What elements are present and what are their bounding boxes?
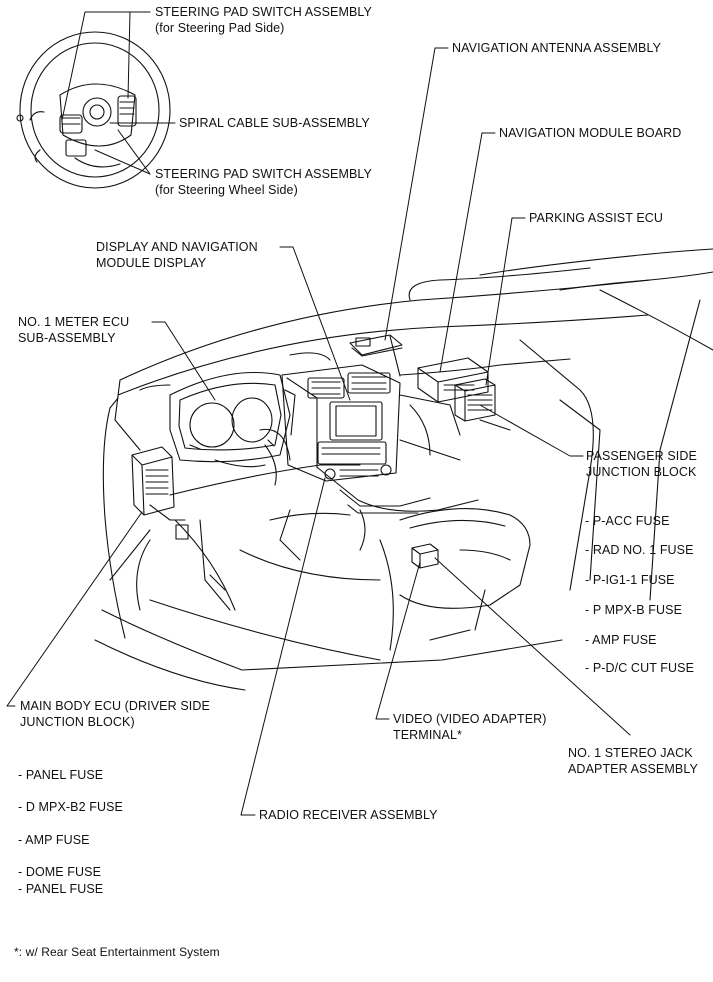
label-steering-pad-switch-wheel-side: STEERING PAD SWITCH ASSEMBLY (for Steeri… <box>155 166 372 198</box>
label-line: STEERING PAD SWITCH ASSEMBLY <box>155 5 372 19</box>
label-main-body-ecu: MAIN BODY ECU (DRIVER SIDE JUNCTION BLOC… <box>20 698 210 730</box>
label-line: JUNCTION BLOCK <box>586 465 697 479</box>
fuse-item: - AMP FUSE <box>585 633 657 647</box>
fuse-item: - PANEL FUSE <box>18 768 104 782</box>
label-meter-ecu: NO. 1 METER ECU SUB-ASSEMBLY <box>18 314 129 346</box>
fuse-item: - P-ACC FUSE <box>585 514 670 528</box>
label-steering-pad-switch-pad-side: STEERING PAD SWITCH ASSEMBLY (for Steeri… <box>155 4 372 36</box>
fuse-item: - AMP FUSE <box>18 833 90 847</box>
label-line: NO. 1 STEREO JACK <box>568 746 693 760</box>
label-video-terminal: VIDEO (VIDEO ADAPTER) TERMINAL* <box>393 711 547 743</box>
fuse-item: - P-IG1-1 FUSE <box>585 573 675 587</box>
label-parking-assist-ecu: PARKING ASSIST ECU <box>529 210 663 226</box>
label-line: NAVIGATION ANTENNA ASSEMBLY <box>452 41 662 55</box>
label-line: PARKING ASSIST ECU <box>529 211 664 225</box>
label-line: (for Steering Pad Side) <box>155 21 285 35</box>
label-line: PASSENGER SIDE <box>586 449 697 463</box>
label-display-navigation: DISPLAY AND NAVIGATION MODULE DISPLAY <box>96 239 258 271</box>
fuse-item: - PANEL FUSE <box>18 882 104 896</box>
label-line: MAIN BODY ECU (DRIVER SIDE <box>20 699 210 713</box>
fuse-item: - P MPX-B FUSE <box>585 603 683 617</box>
label-radio-receiver: RADIO RECEIVER ASSEMBLY <box>259 807 438 823</box>
fuse-item: - D MPX-B2 FUSE <box>18 800 123 814</box>
label-line: SPIRAL CABLE SUB-ASSEMBLY <box>179 116 370 130</box>
label-line: STEERING PAD SWITCH ASSEMBLY <box>155 167 372 181</box>
label-line: ADAPTER ASSEMBLY <box>568 762 698 776</box>
label-line: NO. 1 METER ECU <box>18 315 130 329</box>
leader-lines <box>6 11 631 816</box>
label-line: DISPLAY AND NAVIGATION <box>96 240 258 254</box>
fuse-item: - RAD NO. 1 FUSE <box>585 543 694 557</box>
fuse-item: - P-D/C CUT FUSE <box>585 661 695 675</box>
label-passenger-junction-block: PASSENGER SIDE JUNCTION BLOCK <box>586 448 697 480</box>
label-line: JUNCTION BLOCK) <box>20 715 135 729</box>
label-navigation-antenna: NAVIGATION ANTENNA ASSEMBLY <box>452 40 661 56</box>
label-line: NAVIGATION MODULE BOARD <box>499 126 682 140</box>
fuse-item: - DOME FUSE <box>18 865 102 879</box>
label-line: SUB-ASSEMBLY <box>18 331 116 345</box>
label-stereo-jack: NO. 1 STEREO JACK ADAPTER ASSEMBLY <box>568 745 698 777</box>
label-spiral-cable: SPIRAL CABLE SUB-ASSEMBLY <box>179 115 370 131</box>
label-line: VIDEO (VIDEO ADAPTER) <box>393 712 547 726</box>
label-line: MODULE DISPLAY <box>96 256 207 270</box>
dashboard-drawing <box>94 248 713 691</box>
label-line: (for Steering Wheel Side) <box>155 183 298 197</box>
label-line: TERMINAL* <box>393 728 462 742</box>
steering-wheel-drawing <box>16 31 171 189</box>
label-line: RADIO RECEIVER ASSEMBLY <box>259 808 438 822</box>
label-navigation-module-board: NAVIGATION MODULE BOARD <box>499 125 681 141</box>
footnote: *: w/ Rear Seat Entertainment System <box>14 945 220 959</box>
